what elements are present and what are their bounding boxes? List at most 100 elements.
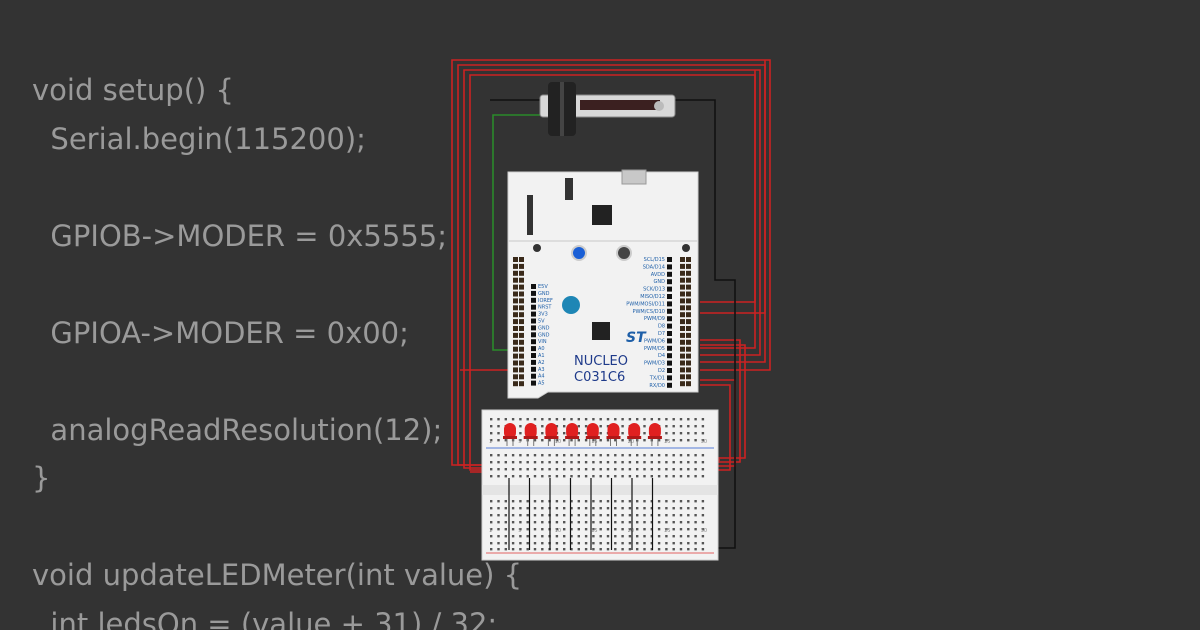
header-pin <box>667 382 672 388</box>
header-pin <box>531 373 536 379</box>
breadboard-hole <box>555 500 559 503</box>
breadboard-hole <box>606 425 610 428</box>
breadboard-hole <box>599 521 602 524</box>
breadboard-hole <box>541 521 544 524</box>
led-rim <box>627 436 642 439</box>
breadboard-hole <box>519 542 522 545</box>
breadboard-hole <box>519 528 522 531</box>
breadboard-hole <box>701 528 705 531</box>
pin-label: PWM/CS/D10 <box>632 309 665 315</box>
breadboard-hole <box>694 514 697 517</box>
breadboard-hole <box>628 439 632 442</box>
led-rim <box>523 436 538 439</box>
code-line: void setup() { <box>32 73 234 107</box>
led-body <box>545 423 558 439</box>
header-pin <box>519 381 524 387</box>
breadboard-hole <box>621 475 624 478</box>
header-pin <box>513 298 518 304</box>
led-body <box>628 423 641 439</box>
breadboard-hole <box>584 528 588 531</box>
breadboard-hole <box>679 418 683 421</box>
breadboard-hole <box>650 548 653 551</box>
breadboard-hole <box>665 507 668 510</box>
circuit-diagram[interactable]: ST NUCLEO C031C6 E5VGNDIOREFNRST3V35VGND… <box>440 50 790 570</box>
header-pin <box>531 304 536 310</box>
breadboard-hole <box>555 418 559 421</box>
breadboard-hole <box>533 542 537 545</box>
header-pin <box>519 319 524 325</box>
breadboard-hole <box>541 528 544 531</box>
breadboard-hole <box>687 425 690 428</box>
breadboard-hole <box>599 475 602 478</box>
header-pin <box>519 257 524 262</box>
breadboard-hole <box>687 475 690 478</box>
breadboard-hole <box>504 507 507 510</box>
breadboard-hole <box>577 425 580 428</box>
right-pin-labels: SCL/D15SDA/D14AVDDGNDSCK/D13MISO/D12PWM/… <box>626 257 665 389</box>
breadboard-hole <box>628 500 632 503</box>
header-pin <box>686 305 691 311</box>
breadboard-hole <box>643 500 646 503</box>
header-pin <box>686 263 691 269</box>
breadboard-hole <box>519 461 522 464</box>
user-button[interactable] <box>571 245 587 261</box>
breadboard-hole <box>614 439 617 442</box>
breadboard-hole <box>665 461 668 464</box>
header-pin <box>667 316 672 322</box>
breadboard-hole <box>533 548 537 551</box>
pin-label: PWM/D9 <box>644 316 665 322</box>
breadboard-hole <box>679 475 683 478</box>
breadboard-hole <box>497 542 500 545</box>
breadboard-hole <box>650 500 653 503</box>
breadboard-hole <box>614 454 617 457</box>
breadboard-number: 1 <box>489 528 492 534</box>
nucleo-board[interactable]: ST NUCLEO C031C6 E5VGNDIOREFNRST3V35VGND… <box>507 169 699 399</box>
breadboard-hole <box>628 468 632 471</box>
led-rim <box>565 436 580 439</box>
breadboard-hole <box>643 454 646 457</box>
breadboard-hole <box>701 507 705 510</box>
breadboard-hole <box>657 542 661 545</box>
potentiometer-icon[interactable] <box>539 82 676 136</box>
breadboard-hole <box>533 475 537 478</box>
stm32-logo-icon <box>562 296 580 314</box>
breadboard-hole <box>490 432 493 435</box>
breadboard-hole <box>694 507 697 510</box>
breadboard-hole <box>621 425 624 428</box>
pin-label: IOREF <box>538 298 553 304</box>
breadboard-hole <box>701 521 705 524</box>
breadboard-number: 25 <box>664 528 670 534</box>
header-pin <box>513 326 518 331</box>
header-pin <box>513 312 518 318</box>
breadboard-hole <box>643 475 646 478</box>
header-pin <box>519 367 524 373</box>
breadboard-hole <box>614 468 617 471</box>
breadboard-hole <box>533 514 537 517</box>
breadboard-hole <box>555 514 559 517</box>
breadboard-hole <box>679 507 683 510</box>
breadboard-hole <box>636 468 639 471</box>
breadboard[interactable]: 151015202530151015202530 <box>481 409 719 561</box>
breadboard-hole <box>526 468 529 471</box>
pin-label: GND <box>654 279 666 285</box>
breadboard-hole <box>504 514 507 517</box>
reset-button[interactable] <box>616 245 632 261</box>
breadboard-hole <box>643 507 646 510</box>
breadboard-hole <box>555 542 559 545</box>
header-pin <box>686 353 691 359</box>
breadboard-hole <box>665 521 668 524</box>
breadboard-number: 25 <box>664 439 670 445</box>
breadboard-hole <box>504 521 507 524</box>
header-pin <box>680 305 685 311</box>
breadboard-hole <box>490 475 493 478</box>
header-pin <box>513 257 518 262</box>
breadboard-hole <box>592 418 595 421</box>
breadboard-hole <box>592 454 595 457</box>
breadboard-hole <box>490 507 493 510</box>
breadboard-hole <box>672 432 675 435</box>
breadboard-hole <box>519 454 522 457</box>
breadboard-hole <box>577 454 580 457</box>
breadboard-hole <box>577 468 580 471</box>
breadboard-leads <box>508 478 654 550</box>
breadboard-hole <box>614 514 617 517</box>
